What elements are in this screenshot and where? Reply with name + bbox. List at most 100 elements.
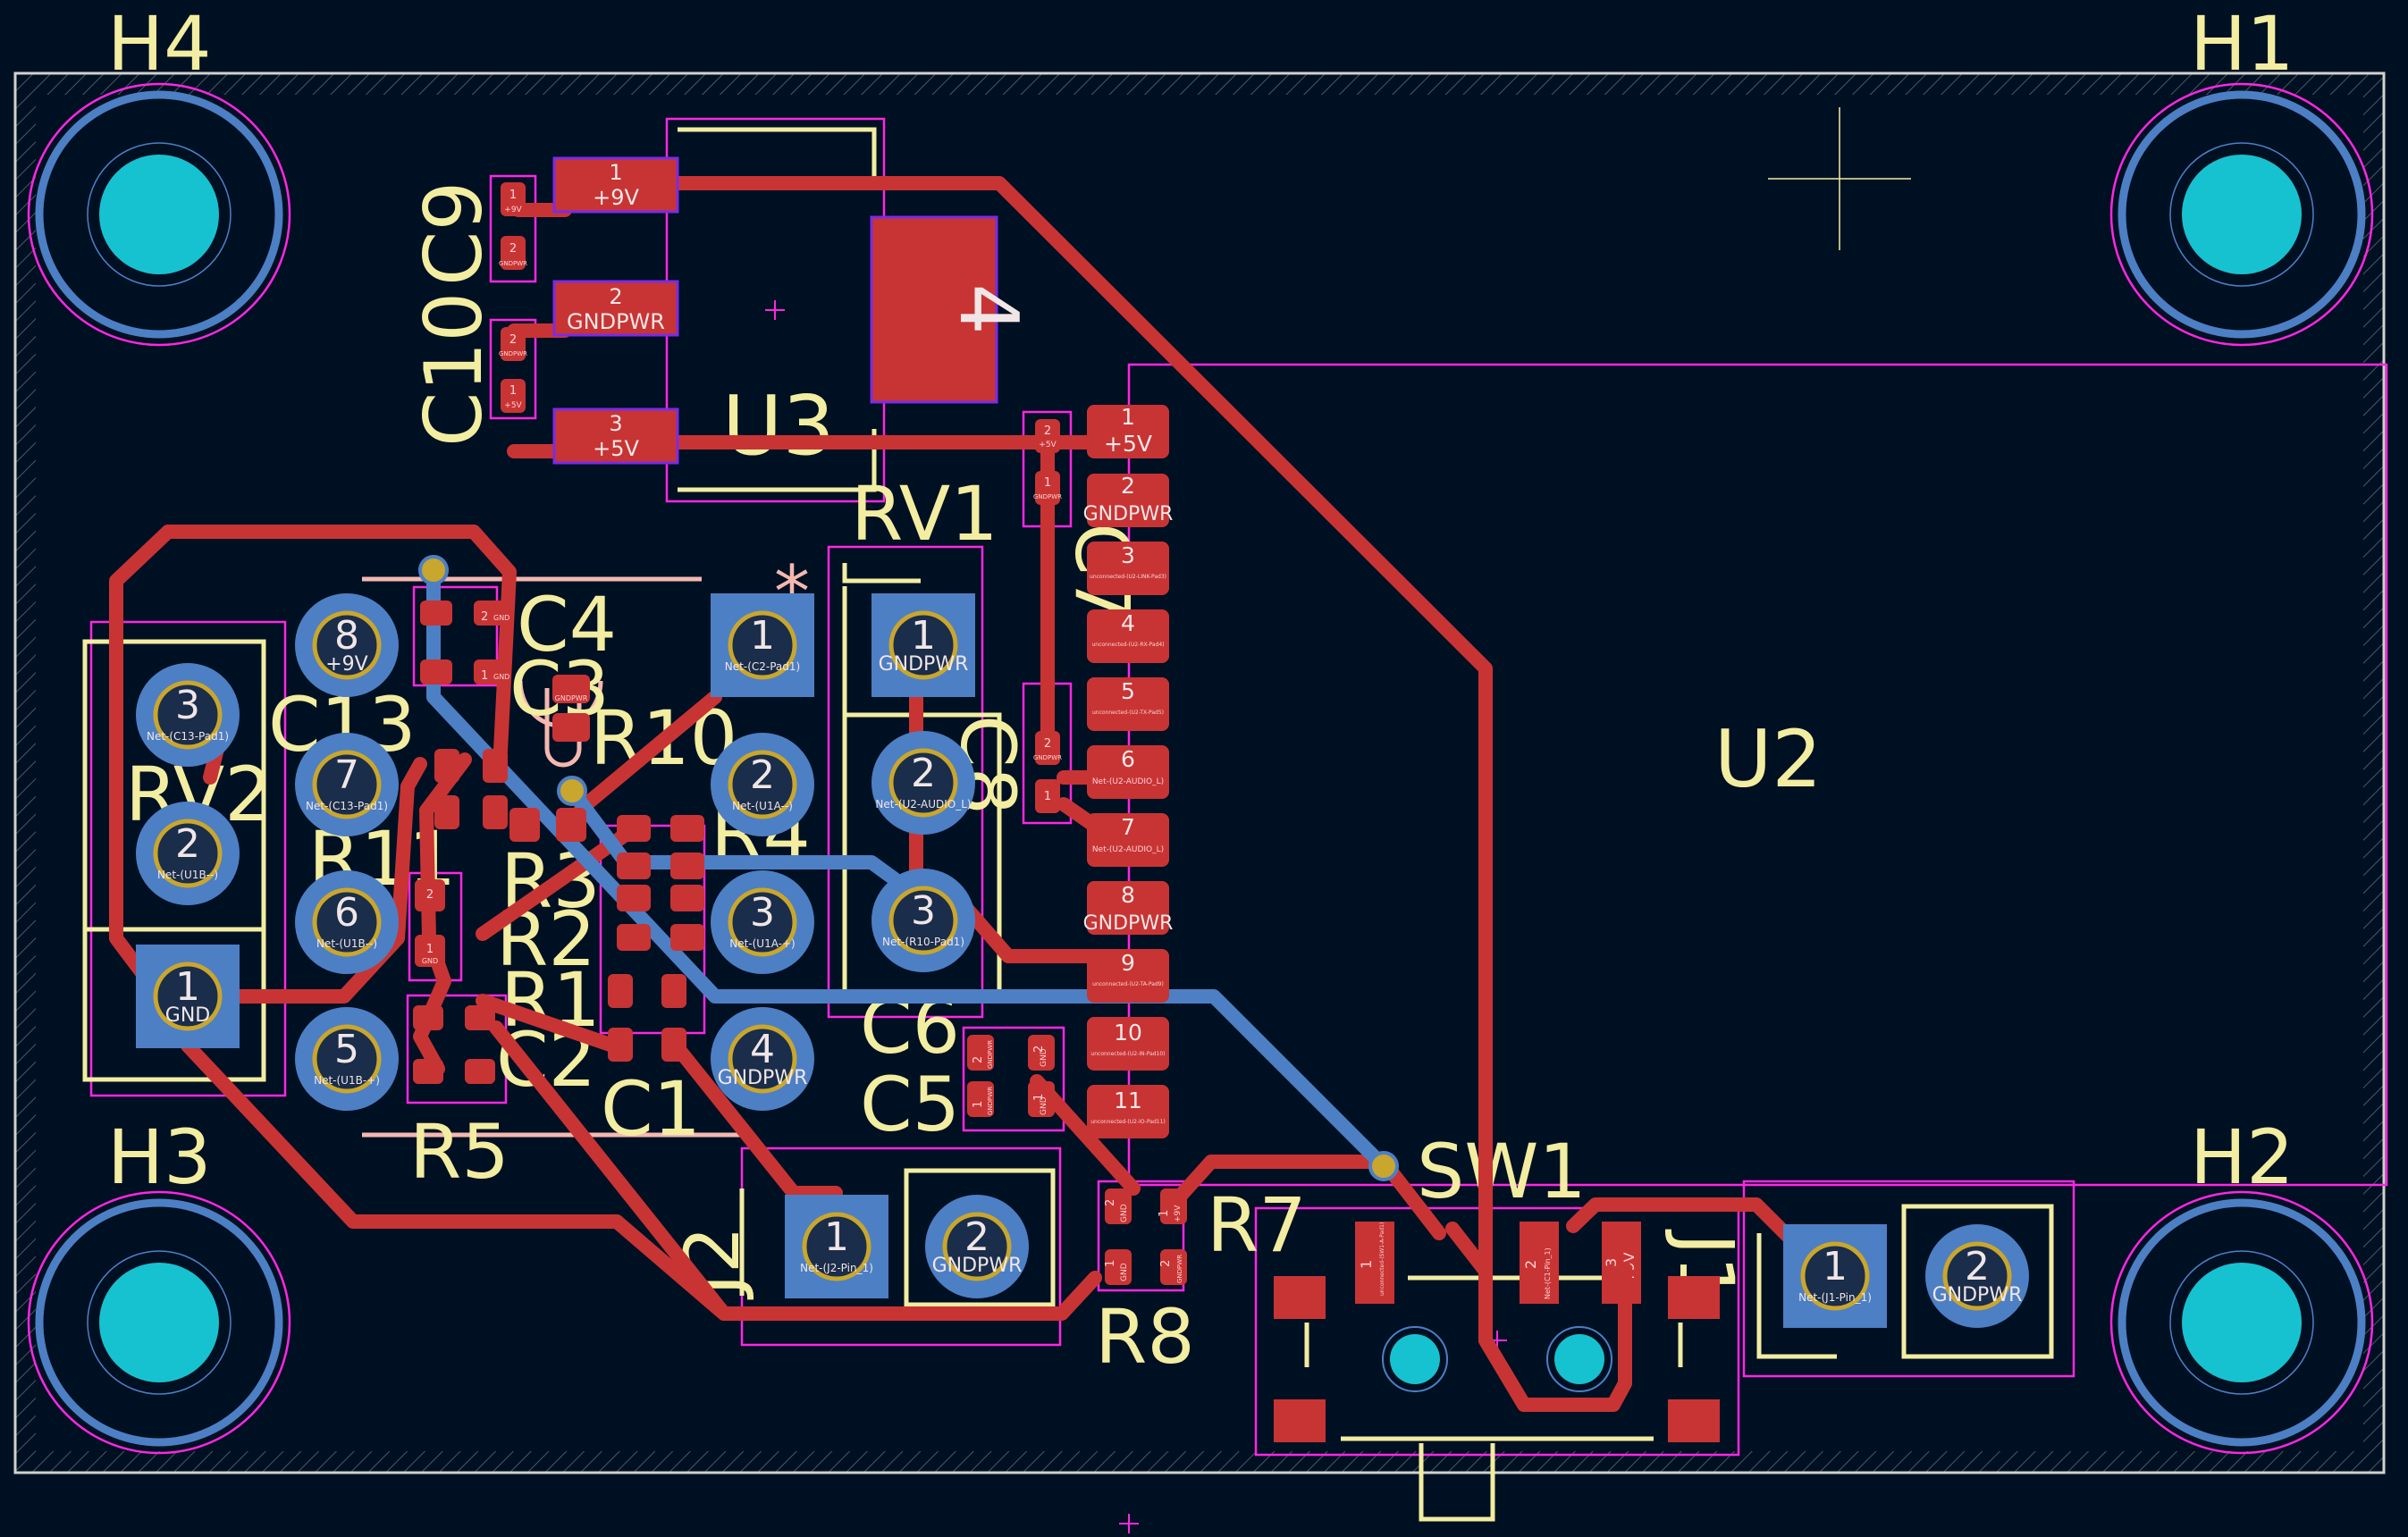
j1-pad-1-net: Net-(J1-Pin_1) <box>1798 1291 1872 1304</box>
via <box>418 555 449 585</box>
sw1-pad-2-number: 2 <box>1522 1260 1539 1269</box>
sw1-pad-2[interactable]: 2 Net-(C1-Pin_1) <box>1520 1222 1559 1304</box>
ref-r7: R7 <box>1207 1181 1307 1269</box>
u2-pad-4-number: 4 <box>1121 610 1135 636</box>
ref-r8: R8 <box>1095 1293 1195 1381</box>
c9-pad-1-net: +9V <box>504 206 522 214</box>
sw1-pad-3-number: 3 <box>1603 1258 1620 1267</box>
u2-pad-8[interactable]: 8 GNDPWR <box>1083 881 1174 935</box>
u2-pad-4-net: unconnected-(U2-RX-Pad4) <box>1091 642 1164 648</box>
rv1-pad-1-number: 1 <box>911 613 936 659</box>
ref-rv1: RV1 <box>851 470 998 558</box>
u1-pad-4-net: GNDPWR <box>718 1067 808 1089</box>
u3-pad-4-tab[interactable]: 4 <box>870 215 1035 404</box>
c10-pad-2-number: 2 <box>509 333 517 347</box>
ref-c5: C5 <box>860 1061 960 1148</box>
r8-resistor: 1 GND 2 GNDPWR <box>1104 1249 1187 1285</box>
ref-h1: H1 <box>2190 0 2294 88</box>
u2-pad-10-net: unconnected-(U2-IN-Pad10) <box>1090 1051 1165 1057</box>
c9-pad-2-net: GNDPWR <box>499 260 527 267</box>
via <box>557 776 587 806</box>
u3-pad-2[interactable]: 2 GNDPWR <box>552 280 679 337</box>
c5-pad-2a-number: 2 <box>972 1056 985 1063</box>
r11-resistor: 2 1 GND <box>415 879 445 967</box>
c10-pad-2-net: GNDPWR <box>499 350 527 357</box>
u3-pad-3-number: 3 <box>609 411 622 436</box>
u2-pad-5[interactable]: 5 unconnected-(U2-TX-Pad5) <box>1087 677 1169 731</box>
rv1-pad-2-net: Net-(U2-AUDIO_L) <box>875 798 971 810</box>
u2-pad-4[interactable]: 4 unconnected-(U2-RX-Pad4) <box>1087 609 1169 663</box>
u1-pad-4-number: 4 <box>750 1027 775 1072</box>
rv1-pad-1-net: GNDPWR <box>879 653 969 676</box>
u2-pad-7-net: Net-(U2-AUDIO_L) <box>1092 845 1164 854</box>
u2-pad-3[interactable]: 3 unconnected-(U2-LINK-Pad3) <box>1087 542 1169 595</box>
c8-small-pad-2-number: 2 <box>1044 737 1051 751</box>
u2-pad-7[interactable]: 7 Net-(U2-AUDIO_L) <box>1087 813 1169 867</box>
ref-c1: C1 <box>601 1065 701 1153</box>
u3-pad-2-number: 2 <box>609 284 622 309</box>
r11-pad-1-number: 1 <box>426 943 434 956</box>
u1-pad-2-net: Net-(U1A--) <box>732 800 793 812</box>
u2-pad-6[interactable]: 6 Net-(U2-AUDIO_L) <box>1087 745 1169 799</box>
c10-pad-1-net: +5V <box>504 401 522 410</box>
j1-pad-2-number: 2 <box>1965 1244 1990 1289</box>
c3-pad-net: GNDPWR <box>555 694 588 702</box>
u2-pad-10[interactable]: 10 unconnected-(U2-IN-Pad10) <box>1087 1017 1169 1071</box>
r7-pad-2-number: 2 <box>1104 1199 1117 1206</box>
board-outline <box>13 71 2386 1474</box>
c9-pad-1-number: 1 <box>509 189 517 202</box>
u3-pad-1-net: +9V <box>593 185 639 210</box>
u1-pad-3-net: Net-(U1A-+) <box>729 937 796 950</box>
mounting-hole-h1 <box>2118 90 2366 339</box>
u2-pad-2[interactable]: 2 GNDPWR <box>1083 473 1174 527</box>
u2-pad-1[interactable]: 1 +5V <box>1087 404 1169 458</box>
c8-small-capacitor: 2 GNDPWR 1 <box>1033 731 1062 813</box>
r8-pad-1-net: GND <box>1120 1263 1129 1281</box>
u2-pad-9[interactable]: 9 unconnected-(U2-TA-Pad9) <box>1087 949 1169 1003</box>
c7-capacitor: 2 +5V 1 GNDPWR <box>1033 419 1062 505</box>
j2-pad-1-net: Net-(J2-Pin_1) <box>800 1262 873 1274</box>
via <box>1368 1151 1399 1181</box>
r11-pad-1-net: GND <box>422 957 438 965</box>
c4-pad-1-net: GND <box>493 673 509 681</box>
ref-c4: C4 <box>517 581 617 668</box>
u3-pad-3[interactable]: 3 +5V <box>552 407 679 465</box>
sw1-pad-1[interactable]: 1 unconnected-(SW1-A-Pad1) <box>1355 1222 1394 1304</box>
ref-c10: C10 <box>408 292 500 447</box>
r8-pad-2-net: GNDPWR <box>1176 1255 1183 1283</box>
r7-resistor: 1 +9V 2 GND <box>1104 1188 1187 1224</box>
u3-pad-1[interactable]: 1 +9V <box>552 156 679 214</box>
c4-pad-2-net: GND <box>493 614 509 622</box>
rv2-pad-1-net: GND <box>165 1004 210 1027</box>
u1-pad-6-number: 6 <box>334 890 359 936</box>
sw1-hole-drill <box>1554 1334 1604 1384</box>
rv2-pad-3-net: Net-(C13-Pad1) <box>147 730 229 743</box>
u1-pad-8-number: 8 <box>334 613 359 659</box>
j2-pad-2-number: 2 <box>964 1214 989 1260</box>
mounting-hole-h2 <box>2118 1198 2366 1447</box>
c8-small-pad-2-net: GNDPWR <box>1033 754 1062 761</box>
r8-pad-1-number: 1 <box>1104 1260 1117 1267</box>
u2-pad-5-number: 5 <box>1121 678 1135 704</box>
r7-pad-1-number: 1 <box>1158 1210 1171 1217</box>
u2-pad-11[interactable]: 11 unconnected-(U2-IO-Pad11) <box>1087 1085 1169 1138</box>
u1-pad-8[interactable]: 8+9V <box>295 593 399 697</box>
